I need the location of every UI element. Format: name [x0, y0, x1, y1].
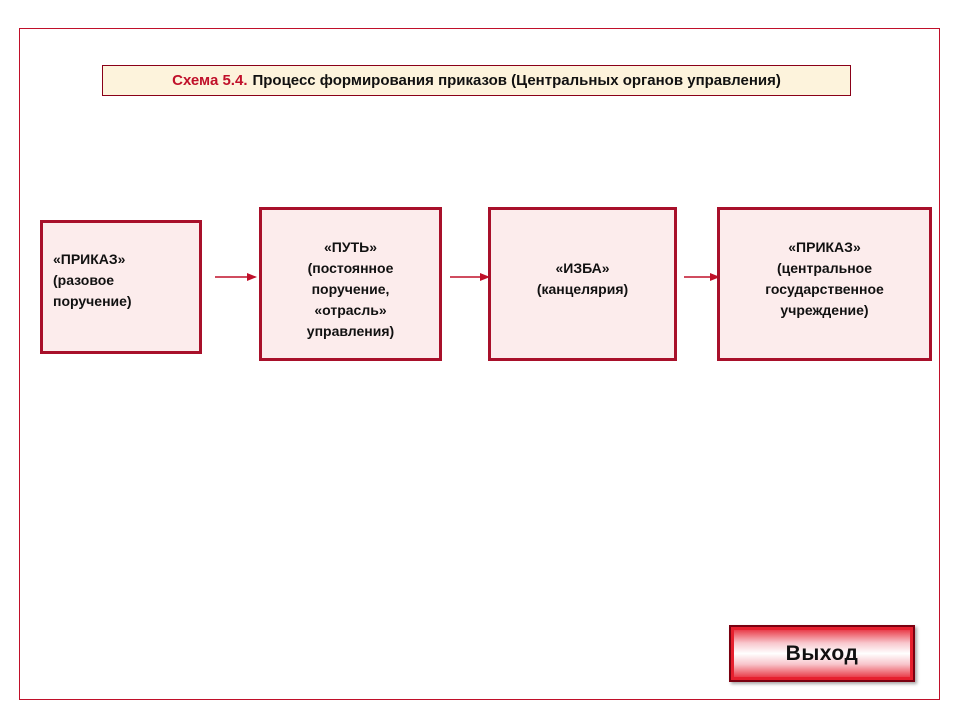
node-line: (центральное [777, 260, 872, 276]
node-line: (разовое [53, 272, 115, 288]
diagram-title-text: Процесс формирования приказов (Центральн… [252, 72, 781, 89]
node-line: поручение) [53, 293, 132, 309]
exit-button[interactable]: Выход [729, 625, 915, 682]
node-prikaz-razovoe: «ПРИКАЗ» (разовое поручение) [40, 220, 202, 354]
slide-frame [19, 28, 940, 700]
node-line: «ПРИКАЗ» [788, 239, 861, 255]
node-line: «ПРИКАЗ» [53, 251, 126, 267]
diagram-title: Схема 5.4. Процесс формирования приказов… [102, 65, 851, 96]
node-line: учреждение) [780, 302, 869, 318]
node-line: государственное [765, 281, 884, 297]
flow-arrow-icon [684, 272, 720, 282]
node-line: управления) [306, 323, 395, 339]
node-line: «ИЗБА» [555, 260, 610, 276]
node-prikaz-uchrezhdenie: «ПРИКАЗ» (центральное государственное уч… [717, 207, 932, 361]
node-line: (постоянное [307, 260, 394, 276]
node-line: «отрасль» [314, 302, 387, 318]
diagram-title-number: Схема 5.4. [172, 72, 248, 89]
flow-arrow-icon [450, 272, 490, 282]
node-put: «ПУТЬ» (постоянное поручение, «отрасль» … [259, 207, 442, 361]
flow-arrow-icon [215, 272, 257, 282]
node-izba: «ИЗБА» (канцелярия) [488, 207, 677, 361]
node-line: «ПУТЬ» [324, 239, 377, 255]
node-line: поручение, [311, 281, 390, 297]
node-line: (канцелярия) [536, 281, 629, 297]
